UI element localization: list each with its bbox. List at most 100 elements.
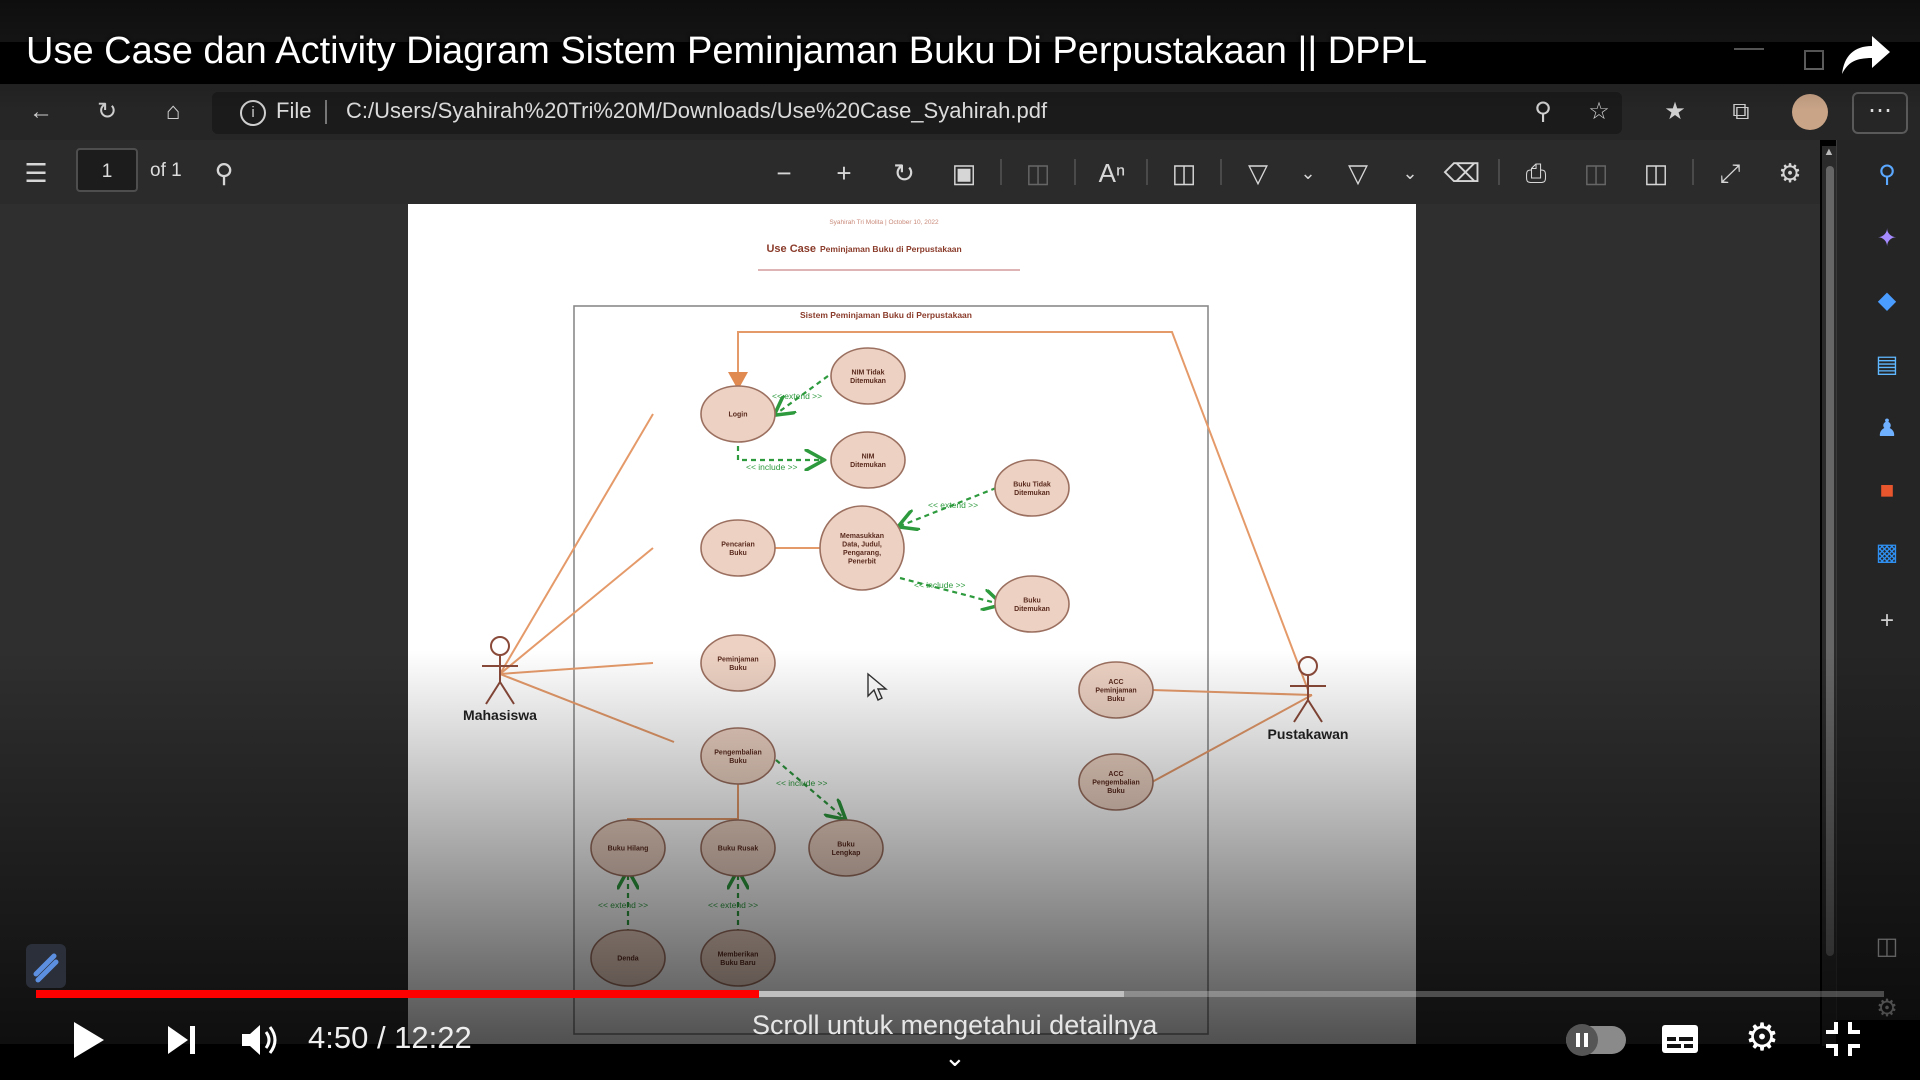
- use-case-label: Login: [728, 412, 747, 419]
- scroll-hint[interactable]: Scroll untuk mengetahui detailnya: [752, 1010, 1158, 1040]
- save-as-icon[interactable]: ◫: [1643, 158, 1669, 188]
- use-case-label: Ditemukan: [1014, 606, 1050, 613]
- highlight-icon[interactable]: ▽: [1348, 158, 1368, 188]
- hide-sidebar-icon[interactable]: ◫: [1875, 933, 1899, 960]
- table-of-contents-icon[interactable]: ☰: [24, 158, 48, 188]
- page-number-input[interactable]: 1: [76, 148, 138, 192]
- info-icon[interactable]: i: [240, 100, 266, 126]
- use-case-denda: Denda: [590, 929, 666, 987]
- highlight-options-chevron-icon[interactable]: ⌄: [1402, 163, 1418, 183]
- include-label: << include >>: [914, 580, 966, 590]
- minimize-button[interactable]: [1734, 48, 1764, 50]
- use-case-label: Data, Judul,: [842, 541, 882, 548]
- two-page-icon[interactable]: ◫: [1171, 158, 1197, 188]
- use-case-label: Pengarang,: [843, 550, 881, 557]
- settings-gear-icon[interactable]: ⚙: [1744, 1017, 1780, 1059]
- sidebar-search-icon[interactable]: ⚲: [1878, 161, 1896, 188]
- system-boundary-label: Sistem Peminjaman Buku di Perpustakaan: [800, 310, 972, 320]
- url-text[interactable]: C:/Users/Syahirah%20Tri%20M/Downloads/Us…: [346, 98, 1048, 123]
- use-case-buku-rusak: Buku Rusak: [700, 819, 776, 877]
- toolbar-separator: [1074, 159, 1076, 185]
- actor-pustakawan-icon: [1290, 656, 1326, 723]
- zoom-out-icon[interactable]: −: [776, 158, 792, 188]
- draw-options-chevron-icon[interactable]: ⌄: [1300, 163, 1316, 183]
- home-icon[interactable]: ⌂: [165, 98, 181, 125]
- pdf-settings-icon[interactable]: ⚙: [1778, 158, 1802, 188]
- use-case-label: Denda: [617, 956, 639, 963]
- settings-more-icon[interactable]: ⋯: [1852, 92, 1908, 134]
- toolbar-separator: [1692, 159, 1694, 185]
- document-title-main: Use Case: [766, 243, 816, 255]
- sidebar-settings-icon[interactable]: ⚙: [1876, 995, 1898, 1022]
- use-case-label: Buku Tidak: [1013, 481, 1051, 488]
- url-divider: [325, 100, 327, 124]
- play-icon[interactable]: [68, 1018, 108, 1062]
- use-case-label: NIM Tidak: [852, 369, 885, 376]
- exit-fullscreen-icon[interactable]: [1824, 1020, 1862, 1058]
- use-case-label: NIM: [862, 453, 875, 460]
- save-icon: ◫: [1583, 158, 1609, 188]
- games-icon[interactable]: ♟: [1876, 415, 1898, 442]
- draw-icon[interactable]: ▽: [1248, 158, 1268, 188]
- zoom-in-icon[interactable]: +: [836, 158, 852, 188]
- back-icon[interactable]: ←: [29, 98, 53, 125]
- read-aloud-icon[interactable]: Aⁿ: [1098, 158, 1126, 188]
- maximize-button[interactable]: [1804, 50, 1824, 70]
- progress-played[interactable]: [36, 990, 759, 998]
- use-case-label: Buku: [837, 841, 855, 848]
- use-case-label: Pengembalian: [714, 749, 761, 756]
- find-icon[interactable]: ⚲: [214, 158, 234, 188]
- office-icon[interactable]: ■: [1879, 477, 1895, 504]
- zoom-icon[interactable]: ⚲: [1534, 98, 1552, 125]
- volume-icon[interactable]: [238, 1020, 282, 1060]
- subtitles-icon[interactable]: [1660, 1022, 1700, 1056]
- refresh-icon[interactable]: ↻: [96, 98, 118, 125]
- rotate-icon[interactable]: ↻: [893, 158, 915, 188]
- toolbar-separator: [1220, 159, 1222, 185]
- use-case-label: Pengembalian: [1092, 780, 1139, 787]
- channel-watermark-icon[interactable]: [26, 944, 66, 988]
- next-icon[interactable]: [164, 1022, 198, 1058]
- use-case-label: Buku Hilang: [608, 846, 649, 853]
- toolbar-separator: [1000, 159, 1002, 185]
- copilot-icon[interactable]: ✦: [1876, 225, 1898, 252]
- autoplay-knob[interactable]: [1566, 1024, 1598, 1056]
- chevron-down-icon[interactable]: ⌄: [944, 1042, 966, 1072]
- fullscreen-icon[interactable]: ⤢: [1719, 158, 1741, 188]
- scroll-up-icon[interactable]: ▲: [1823, 146, 1835, 158]
- actor-pustakawan-label: Pustakawan: [1268, 726, 1349, 742]
- share-icon[interactable]: [1838, 30, 1894, 80]
- extend-label: << extend >>: [928, 500, 978, 510]
- use-case-buku-hilang: Buku Hilang: [590, 819, 666, 877]
- pdf-page: Syahirah Tri Molita | October 10, 2022 U…: [408, 204, 1416, 1044]
- add-favorite-icon[interactable]: ☆: [1588, 98, 1610, 125]
- include-label: << include >>: [746, 462, 798, 472]
- use-case-label: Buku: [1023, 597, 1041, 604]
- fit-page-icon[interactable]: ▣: [951, 158, 977, 188]
- shopping-icon[interactable]: ◆: [1877, 287, 1897, 314]
- outlook-icon[interactable]: ▩: [1875, 539, 1899, 566]
- progress-bar[interactable]: [36, 991, 1884, 997]
- use-case-label: Ditemukan: [850, 462, 886, 469]
- scrollbar-thumb[interactable]: [1826, 166, 1834, 956]
- mouse-cursor-icon: [867, 672, 888, 701]
- use-case-label: Peminjaman: [717, 656, 758, 663]
- tools-icon[interactable]: ▤: [1875, 351, 1899, 378]
- print-icon[interactable]: ⎙: [1525, 158, 1547, 188]
- erase-icon[interactable]: ⌫: [1443, 158, 1481, 188]
- use-case-login: Login: [700, 385, 776, 443]
- profile-avatar[interactable]: [1792, 94, 1828, 130]
- use-case-label: Lengkap: [832, 850, 861, 857]
- favorites-icon[interactable]: ★: [1664, 98, 1686, 125]
- collections-icon[interactable]: ⧉: [1732, 98, 1750, 125]
- video-title[interactable]: Use Case dan Activity Diagram Sistem Pem…: [26, 30, 1428, 72]
- add-sidebar-app-icon[interactable]: +: [1879, 607, 1894, 634]
- pdf-toolbar: [0, 140, 1820, 205]
- use-case-label: Peminjaman: [1095, 688, 1136, 695]
